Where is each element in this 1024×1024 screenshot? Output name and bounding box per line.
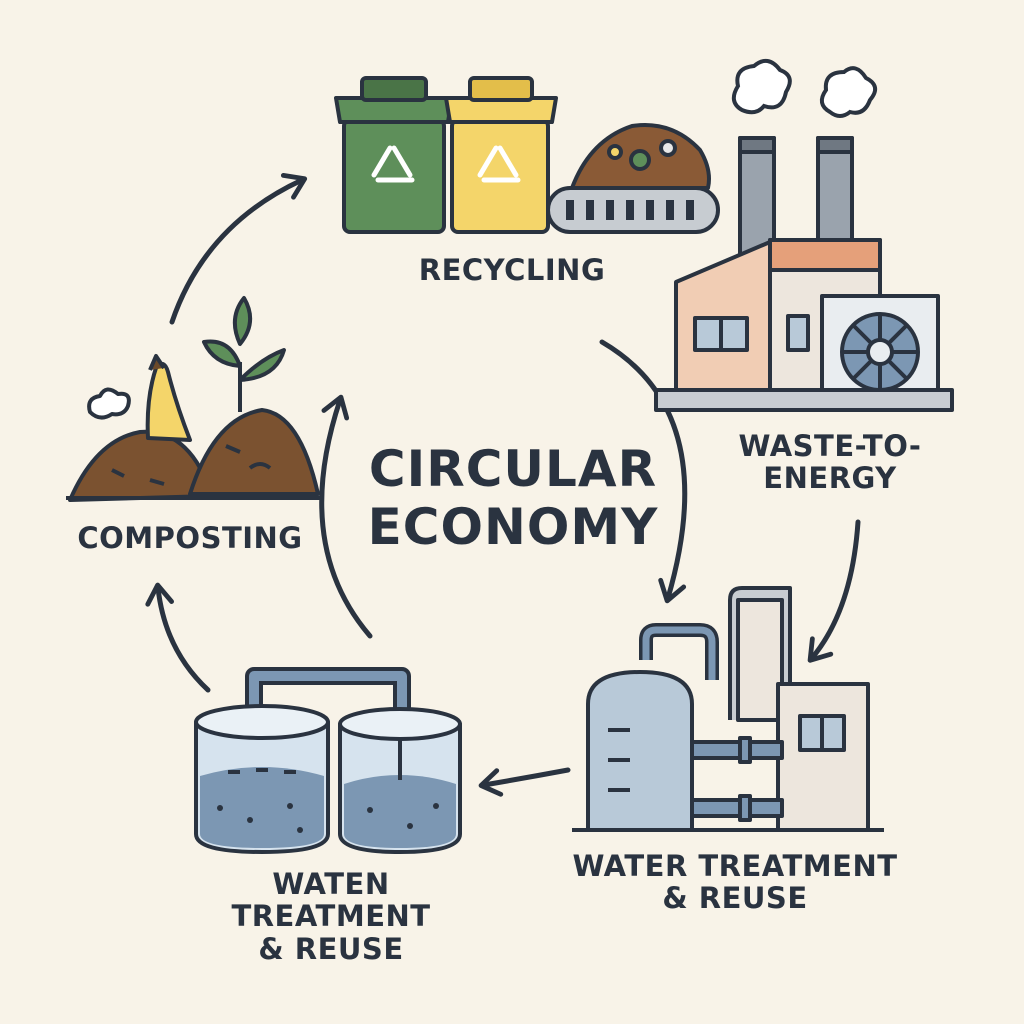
water-treatment-left-line-2: TREATMENT [231, 899, 431, 934]
water-treatment-right-label: WATER TREATMENT & REUSE [550, 850, 920, 915]
smoke-icon [87, 387, 131, 420]
water-treatment-left-line-3: & REUSE [258, 931, 404, 966]
recycling-label: RECYCLING [382, 253, 642, 287]
water-treatment-right-line-2: & REUSE [662, 881, 808, 916]
fan-icon [840, 312, 920, 392]
arrow-tanks-to-composting [145, 582, 211, 693]
composting-piles [66, 296, 324, 502]
green-recycling-bin [334, 76, 454, 234]
recycle-icon [371, 145, 415, 183]
waste-to-energy-factory [654, 136, 954, 412]
arrow-inner-to-composting [319, 394, 373, 639]
banana-peel-icon [145, 354, 192, 442]
cycle-arrows [145, 173, 861, 797]
water-treatment-left-line-1: WATEN [272, 867, 390, 901]
waste-to-energy-line-2: ENERGY [763, 461, 897, 496]
leaf-icon [202, 296, 286, 382]
title-line-2: ECONOMY [367, 498, 659, 556]
conveyor-belt [546, 123, 720, 234]
water-treatment-left-label: WATEN TREATMENT & REUSE [196, 867, 466, 966]
smoke-icon [731, 58, 878, 118]
water-treatment-tanks [194, 667, 462, 854]
arrow-water-treatment-to-tanks [478, 767, 571, 797]
recycling-label-text: RECYCLING [418, 253, 606, 287]
diagram-title: CIRCULAR ECONOMY [358, 440, 668, 556]
title-line-1: CIRCULAR [368, 440, 658, 498]
arrow-composting-to-recycling [169, 173, 308, 325]
arrow-recycling-to-water-treatment [599, 339, 688, 604]
composting-label: COMPOSTING [50, 521, 330, 555]
composting-label-text: COMPOSTING [77, 521, 303, 555]
waste-to-energy-label: WASTE-TO- ENERGY [700, 430, 960, 495]
waste-to-energy-line-1: WASTE-TO- [738, 429, 922, 463]
water-treatment-right-line-1: WATER TREATMENT [572, 849, 898, 883]
arrow-energy-to-water-treatment [807, 519, 861, 663]
recycle-icon [477, 145, 521, 183]
water-treatment-plant [572, 586, 884, 832]
yellow-recycling-bin [444, 76, 558, 234]
